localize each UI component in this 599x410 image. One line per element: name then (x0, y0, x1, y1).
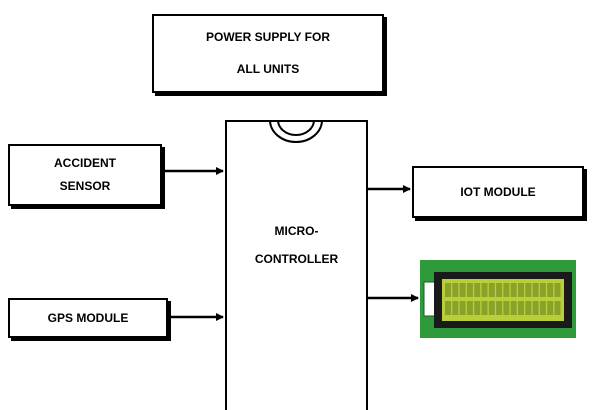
microcontroller-label: MICRO- CONTROLLER (227, 217, 366, 273)
gps-module-block: GPS MODULE (8, 298, 168, 338)
microcontroller-label-line1: MICRO- (274, 224, 319, 238)
lcd-char-cell (547, 301, 554, 315)
lcd-char-cell (445, 301, 451, 315)
lcd-display-icon (420, 260, 576, 338)
lcd-char-cell (554, 301, 561, 315)
accident-sensor-block: ACCIDENT SENSOR (8, 144, 162, 206)
lcd-char-cell (496, 283, 503, 297)
lcd-char-cell (547, 283, 554, 297)
lcd-char-cell (474, 301, 481, 315)
lcd-char-cell (474, 283, 481, 297)
lcd-char-cell (503, 283, 510, 297)
lcd-char-cell (481, 301, 488, 315)
lcd-char-cell (532, 283, 539, 297)
chip-notch-icon (269, 120, 323, 143)
connection-arrows (165, 167, 419, 321)
lcd-char-cell (525, 283, 532, 297)
lcd-char-cell (554, 283, 561, 297)
lcd-char-cell (488, 283, 495, 297)
microcontroller-block: MICRO- CONTROLLER (225, 120, 368, 410)
accident-sensor-label-line2: SENSOR (59, 179, 111, 193)
accident-sensor-label-line1: ACCIDENT (54, 156, 116, 170)
lcd-char-cell (452, 283, 459, 297)
lcd-char-cell (518, 301, 524, 315)
lcd-char-cell (452, 301, 459, 315)
gps-module-label: GPS MODULE (47, 310, 129, 325)
power-supply-block: POWER SUPPLY FOR ALL UNITS (152, 14, 384, 93)
lcd-char-cell (510, 283, 517, 297)
lcd-char-cell (466, 301, 473, 315)
iot-module-label: IOT MODULE (460, 184, 536, 199)
lcd-char-cell (518, 283, 524, 297)
lcd-character-cells (445, 283, 561, 315)
iot-module-block: IOT MODULE (412, 166, 584, 218)
lcd-char-cell (488, 301, 495, 315)
power-supply-label-line1: POWER SUPPLY FOR (205, 30, 331, 45)
lcd-char-cell (539, 283, 546, 297)
lcd-char-cell (510, 301, 517, 315)
lcd-char-cell (459, 301, 466, 315)
lcd-char-cell (503, 301, 510, 315)
lcd-char-cell (481, 283, 488, 297)
lcd-char-cell (496, 301, 503, 315)
lcd-char-cell (532, 301, 539, 315)
lcd-char-cell (466, 283, 473, 297)
power-supply-label-line2: ALL UNITS (236, 61, 300, 76)
lcd-char-cell (445, 283, 451, 297)
lcd-char-cell (525, 301, 532, 315)
lcd-char-cell (459, 283, 466, 297)
lcd-char-cell (539, 301, 546, 315)
microcontroller-label-line2: CONTROLLER (254, 252, 339, 266)
